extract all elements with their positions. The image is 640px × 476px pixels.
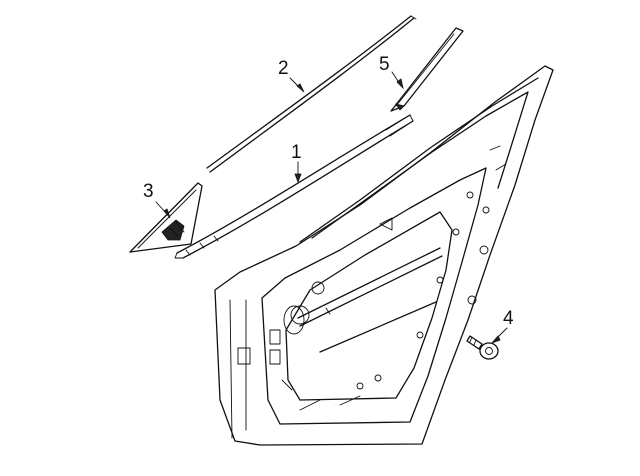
callout-leaders xyxy=(155,71,508,344)
front-door-assembly xyxy=(214,65,554,446)
callout-4: 4 xyxy=(503,308,514,329)
callout-1: 1 xyxy=(291,142,302,163)
callout-2: 2 xyxy=(278,58,289,79)
callout-3: 3 xyxy=(143,181,154,202)
part-4-bolt xyxy=(466,335,499,360)
part-5-garnish xyxy=(390,27,464,112)
part-1-belt-molding xyxy=(174,114,414,259)
part-2-roof-molding xyxy=(206,15,417,173)
part-3-garnish xyxy=(129,182,203,253)
callout-5: 5 xyxy=(379,54,390,75)
